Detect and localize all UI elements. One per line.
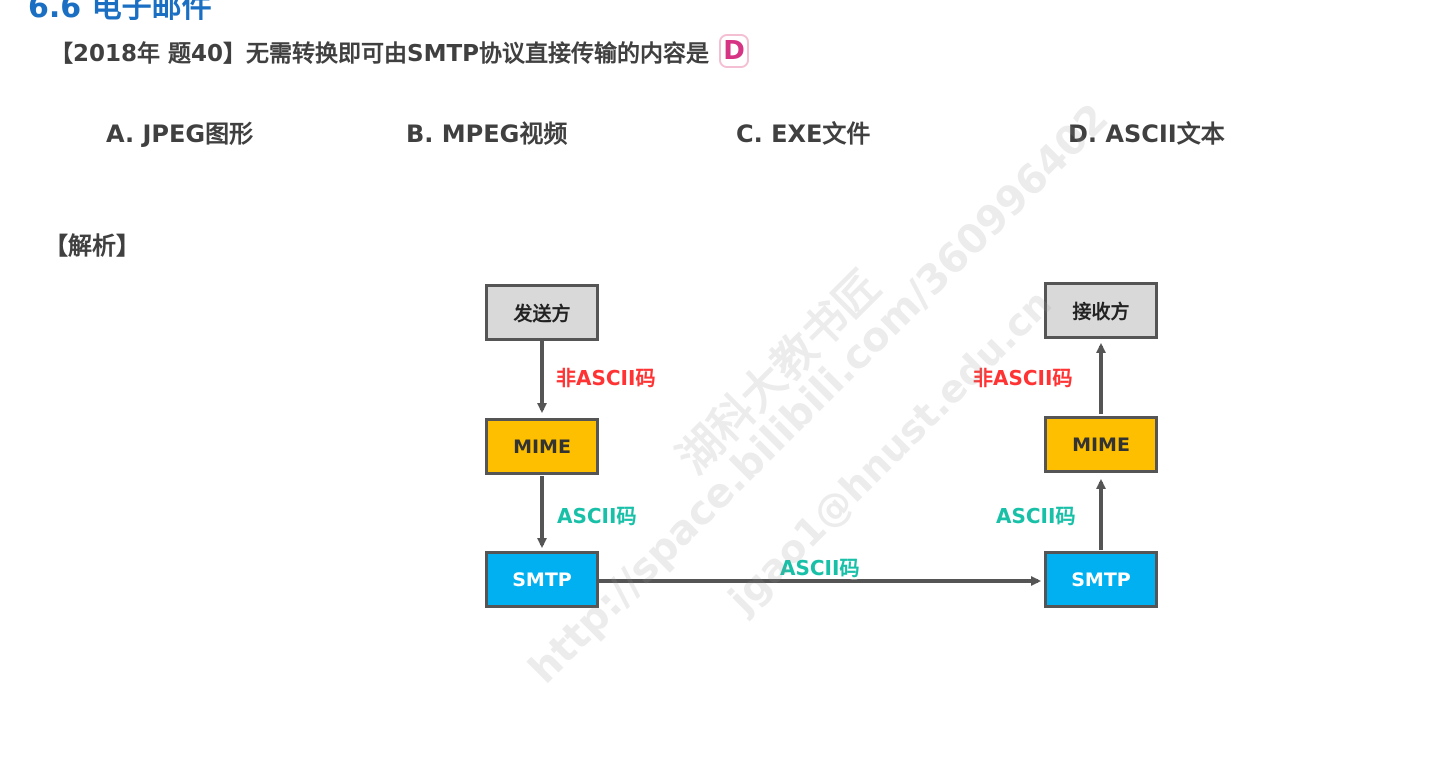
option-d: D. ASCII文本 [1068,120,1225,148]
right-non-ascii-label: 非ASCII码 [973,366,1073,391]
right-mime-box: MIME [1044,416,1158,473]
left-non-ascii-label: 非ASCII码 [556,366,656,391]
question-text: 【2018年 题40】无需转换即可由SMTP协议直接传输的内容是 [50,41,710,67]
left-mime-box: MIME [485,418,599,475]
left-ascii-label: ASCII码 [557,504,637,529]
answer-badge: D [719,34,750,68]
middle-ascii-label: ASCII码 [780,556,860,581]
receiver-box: 接收方 [1044,282,1158,339]
option-a: A. JPEG图形 [106,120,254,148]
right-smtp-box: SMTP [1044,551,1158,608]
option-b: B. MPEG视频 [406,120,568,148]
analysis-title: 【解析】 [44,232,140,260]
question: 【2018年 题40】无需转换即可由SMTP协议直接传输的内容是 D [50,34,750,68]
left-smtp-box: SMTP [485,551,599,608]
right-ascii-label: ASCII码 [996,504,1076,529]
sender-box: 发送方 [485,284,599,341]
option-c: C. EXE文件 [736,120,871,148]
section-title: 6.6 电子邮件 [28,0,212,25]
